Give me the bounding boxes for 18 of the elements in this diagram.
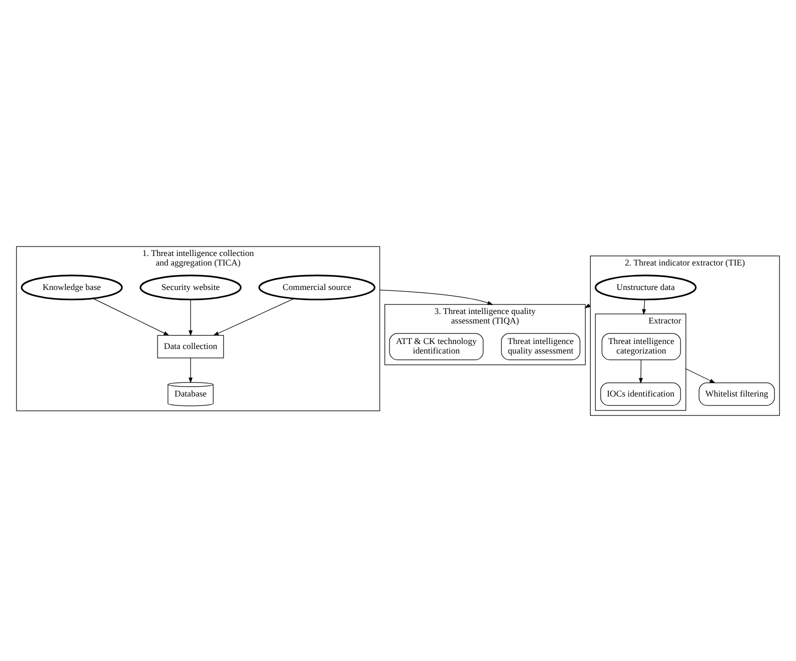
arrow [686, 368, 716, 383]
arrow [188, 357, 193, 383]
node-box: IOCs identification [600, 382, 681, 406]
node-box: Threat intelligence categorization [602, 332, 681, 360]
node-ellipse: Commercial source [258, 274, 376, 300]
node-box: Threat intelligence quality assessment [501, 332, 580, 360]
node-ellipse: Knowledge base [20, 274, 123, 300]
node-box: Data collection [157, 334, 224, 358]
node-ellipse: Unstructure data [594, 274, 697, 300]
arrow [188, 298, 193, 336]
arrow [92, 298, 170, 336]
arrow [638, 359, 643, 384]
arrow [642, 298, 646, 314]
arrow [379, 289, 494, 304]
node-box: Whitelist filtering [698, 382, 775, 406]
node-box: ATT & CK technology identification [389, 332, 484, 360]
arrow [213, 298, 294, 336]
node-ellipse: Security website [140, 274, 242, 300]
